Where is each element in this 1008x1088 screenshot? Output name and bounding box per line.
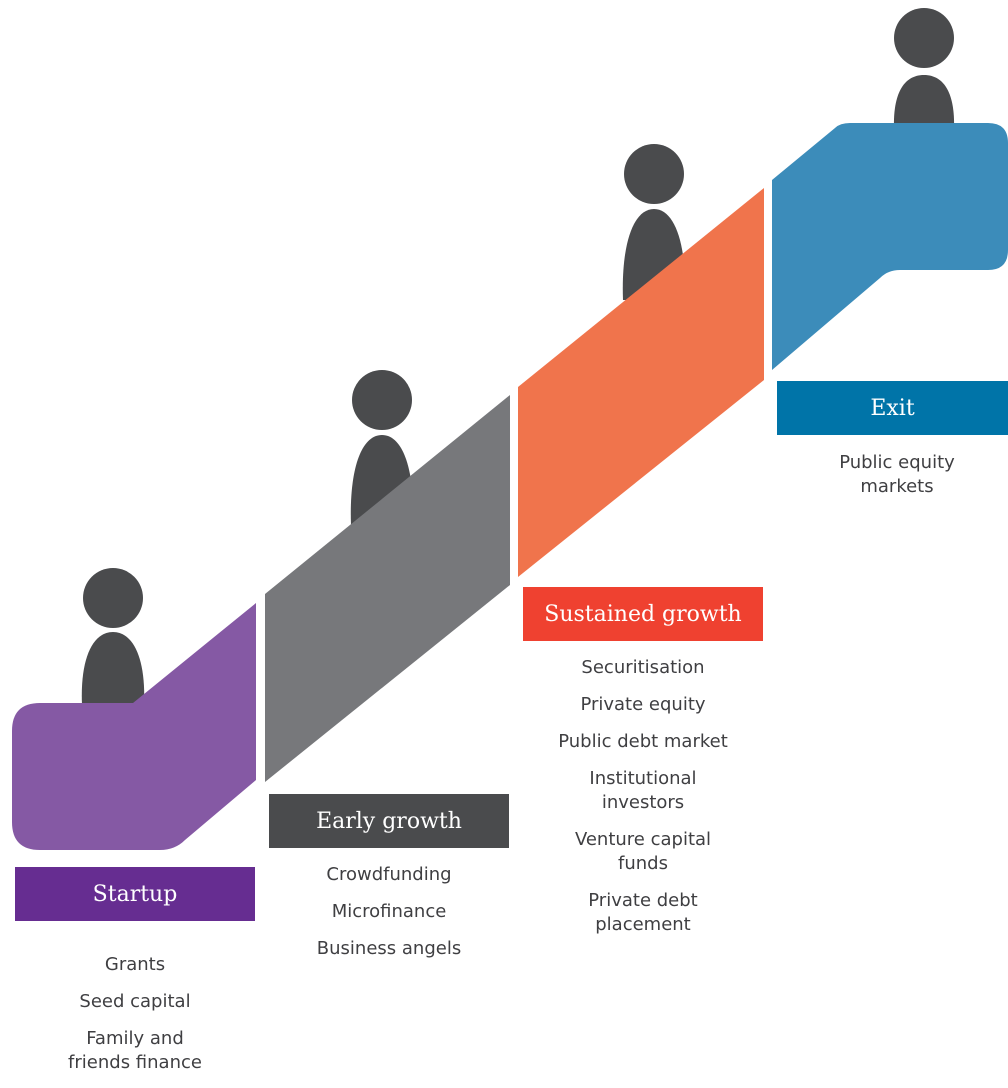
list-item: Crowdfunding bbox=[326, 864, 452, 885]
list-item: Securitisation bbox=[581, 657, 705, 678]
list-item: Microfinance bbox=[331, 901, 447, 922]
stage-label-exit: Exit bbox=[777, 381, 1008, 435]
list-item: Business angels bbox=[316, 938, 462, 959]
exit-band bbox=[772, 123, 1008, 370]
sustained-growth-band bbox=[518, 188, 764, 577]
startup-items: Grants Seed capital Family and friends f… bbox=[15, 953, 255, 1088]
list-item: Family and friends finance bbox=[68, 1028, 202, 1073]
list-item: Institutional investors bbox=[589, 768, 697, 813]
list-item: Private equity bbox=[580, 694, 706, 715]
exit-items: Public equity markets bbox=[777, 451, 1008, 512]
list-item: Public debt market bbox=[558, 731, 728, 752]
person-startup-icon bbox=[81, 568, 145, 705]
startup-band bbox=[12, 603, 256, 850]
list-item: Private debt placement bbox=[588, 890, 698, 935]
early-growth-band bbox=[265, 395, 510, 782]
person-exit-icon bbox=[893, 8, 955, 128]
list-item: Seed capital bbox=[79, 991, 191, 1012]
early-growth-items: Crowdfunding Microfinance Business angel… bbox=[269, 863, 509, 974]
sustained-growth-items: Securitisation Private equity Public deb… bbox=[523, 656, 763, 950]
list-item: Grants bbox=[104, 954, 166, 975]
stage-label-early-growth: Early growth bbox=[269, 794, 509, 848]
list-item: Venture capital funds bbox=[574, 829, 712, 874]
list-item: Public equity markets bbox=[839, 452, 955, 497]
stage-label-sustained-growth: Sustained growth bbox=[523, 587, 763, 641]
stage-label-startup: Startup bbox=[15, 867, 255, 921]
